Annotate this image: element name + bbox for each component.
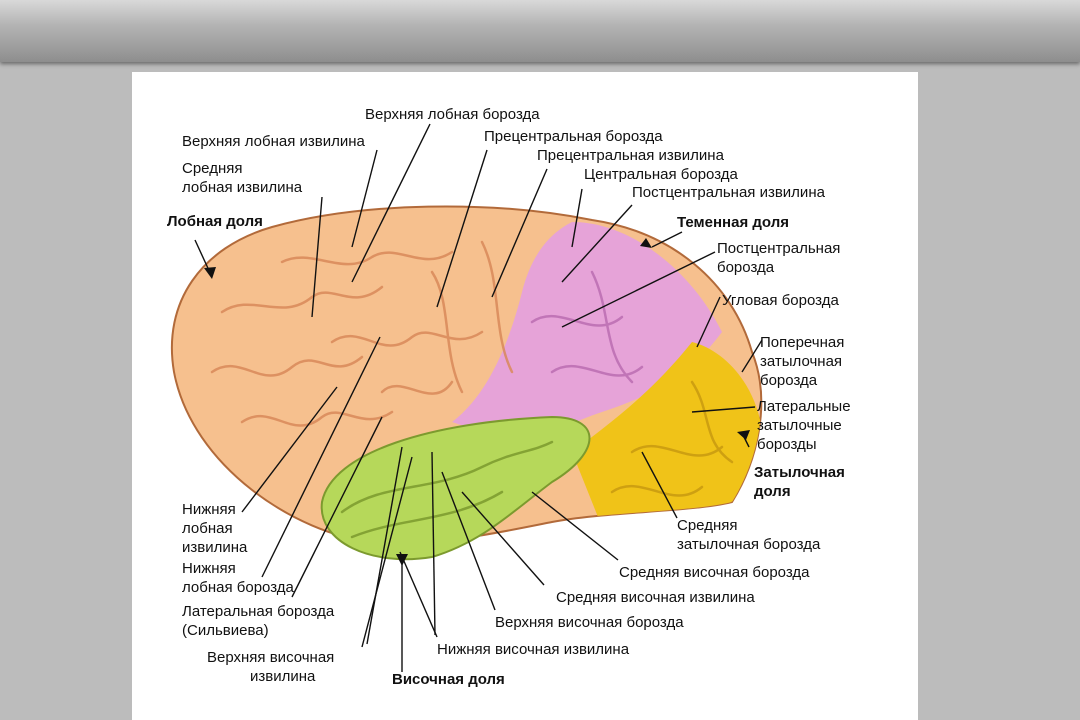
label-middle-frontal-gyrus-1: Средняя bbox=[182, 160, 243, 177]
label-postcentral-gyrus: Постцентральная извилина bbox=[632, 184, 825, 201]
label-superior-temporal-gyrus-2: извилина bbox=[250, 668, 316, 685]
label-inferior-frontal-gyrus-1: Нижняя bbox=[182, 501, 236, 518]
label-superior-temporal-gyrus-1: Верхняя височная bbox=[207, 649, 335, 666]
label-superior-temporal-sulcus: Верхняя височная борозда bbox=[495, 614, 684, 631]
label-transverse-occipital-sulcus-3: борозда bbox=[760, 372, 818, 389]
label-frontal-lobe: Лобная доля bbox=[167, 213, 263, 230]
label-parietal-lobe: Теменная доля bbox=[677, 214, 789, 231]
label-postcentral-sulcus-1: Постцентральная bbox=[717, 240, 841, 257]
label-inferior-frontal-sulcus-1: Нижняя bbox=[182, 560, 236, 577]
label-occipital-lobe-2: доля bbox=[754, 483, 791, 500]
label-middle-occipital-sulcus-1: Средняя bbox=[677, 517, 738, 534]
label-occipital-lobe-1: Затылочная bbox=[754, 464, 845, 481]
label-inferior-frontal-gyrus-2: лобная bbox=[182, 520, 233, 537]
label-middle-frontal-gyrus-2: лобная извилина bbox=[182, 179, 303, 196]
slide-canvas: Верхняя лобная борозда Верхняя лобная из… bbox=[132, 72, 918, 720]
label-superior-frontal-gyrus: Верхняя лобная извилина bbox=[182, 133, 365, 150]
label-middle-temporal-sulcus: Средняя височная борозда bbox=[619, 564, 810, 581]
label-central-sulcus: Центральная борозда bbox=[584, 166, 738, 183]
label-superior-frontal-sulcus: Верхняя лобная борозда bbox=[365, 106, 540, 123]
label-angular-sulcus: Угловая борозда bbox=[722, 292, 839, 309]
label-middle-occipital-sulcus-2: затылочная борозда bbox=[677, 536, 821, 553]
label-lateral-occipital-sulci-1: Латеральные bbox=[757, 398, 851, 415]
label-precentral-sulcus: Прецентральная борозда bbox=[484, 128, 663, 145]
top-bar bbox=[0, 0, 1080, 62]
label-transverse-occipital-sulcus-2: затылочная bbox=[760, 353, 843, 370]
label-precentral-gyrus: Прецентральная извилина bbox=[537, 147, 724, 164]
label-lateral-occipital-sulci-3: борозды bbox=[757, 436, 817, 453]
label-temporal-lobe: Височная доля bbox=[392, 671, 505, 688]
label-inferior-temporal-gyrus: Нижняя височная извилина bbox=[437, 641, 630, 658]
label-inferior-frontal-sulcus-2: лобная борозда bbox=[182, 579, 294, 596]
label-postcentral-sulcus-2: борозда bbox=[717, 259, 775, 276]
label-lateral-occipital-sulci-2: затылочные bbox=[757, 417, 842, 434]
label-lateral-sulcus-2: (Сильвиева) bbox=[182, 622, 269, 639]
label-middle-temporal-gyrus: Средняя височная извилина bbox=[556, 589, 755, 606]
brain-diagram bbox=[170, 123, 763, 672]
occipital-lobe-region bbox=[572, 342, 762, 527]
label-transverse-occipital-sulcus-1: Поперечная bbox=[760, 334, 845, 351]
label-inferior-frontal-gyrus-3: извилина bbox=[182, 539, 248, 556]
label-lateral-sulcus-1: Латеральная борозда bbox=[182, 603, 335, 620]
parietal-lobe-region bbox=[452, 222, 722, 452]
